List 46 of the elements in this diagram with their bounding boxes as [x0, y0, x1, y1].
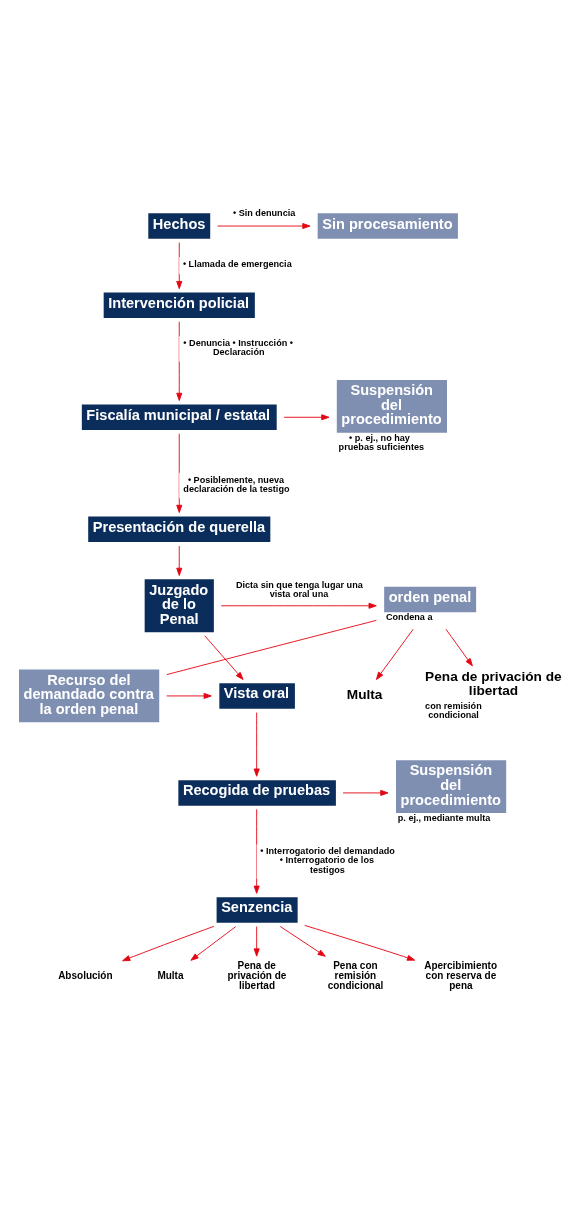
node-box: Recurso del demandado contra la orden penal	[19, 669, 160, 722]
node-text: Pena de privación de libertad	[227, 959, 287, 991]
node-label: Condena a	[385, 611, 433, 622]
node-label: p. ej., mediante multa	[397, 812, 491, 823]
connector	[166, 619, 377, 675]
node-label: • p. ej., no hay pruebas suficientes	[338, 432, 425, 452]
arrow	[217, 222, 311, 229]
node-text: Absolución	[58, 969, 113, 981]
node-box: Senzencia	[216, 896, 298, 923]
arrow	[283, 413, 330, 420]
edge-label: • Denuncia • Instrucción • Declaración	[183, 337, 293, 357]
node-box: Presentación de querella	[88, 516, 271, 542]
node-box: Intervención policial	[103, 292, 255, 318]
arrow	[166, 692, 212, 699]
arrow	[253, 925, 260, 957]
node-box: Juzgado de lo Penal	[144, 578, 214, 632]
node-box: Suspensión del procedimiento	[396, 759, 507, 813]
node-box: Sin procesamiento	[317, 212, 458, 239]
edge-label: Dicta sin que tenga lugar una vista oral una	[235, 579, 363, 599]
arrow	[342, 789, 389, 796]
node-text: Pena con remisión condicional	[327, 959, 384, 991]
node-box: Recogida de pruebas	[178, 779, 336, 806]
arrow	[304, 924, 416, 961]
node-text: Pena de privación de libertad con remisión condicional	[425, 668, 562, 720]
arrow	[253, 711, 260, 777]
arrow	[204, 634, 244, 680]
arrow	[176, 545, 183, 576]
edge-label: • Posiblemente, nueva declaración de la testigo	[183, 474, 290, 494]
node-text: Apercibimiento con reserva de pena	[424, 959, 498, 991]
node-box: Hechos	[148, 212, 211, 239]
edge-label: • Interrogatorio del demandado • Interrogatorio de los testigos	[260, 845, 395, 875]
arrow	[445, 628, 473, 666]
node-box: Vista oral	[219, 682, 295, 709]
arrow	[253, 808, 260, 894]
edge-label: • Llamada de emergencia	[182, 258, 292, 269]
node-box: Suspensión del procedimiento	[336, 379, 447, 433]
node-box: orden penal	[384, 586, 477, 612]
edge-label: • Sin denuncia	[232, 207, 296, 218]
arrow	[279, 925, 326, 957]
node-box: Fiscalía municipal / estatal	[81, 404, 277, 430]
arrow	[122, 925, 215, 961]
node-text: Multa	[346, 686, 383, 702]
arrow	[375, 628, 414, 680]
node-text: Multa	[157, 969, 184, 981]
arrow	[220, 602, 377, 609]
arrow	[190, 925, 237, 961]
